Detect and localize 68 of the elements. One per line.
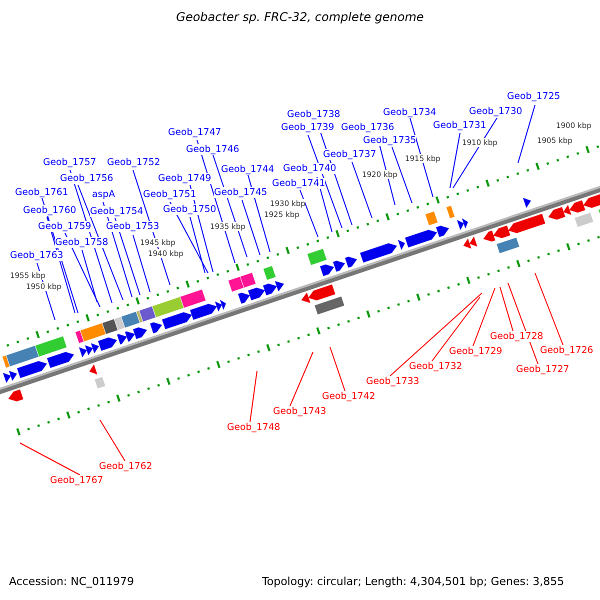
leader-line xyxy=(20,442,80,476)
gene-label: Geob_1750 xyxy=(163,204,216,215)
leader-line xyxy=(432,296,480,362)
leader-line xyxy=(114,218,140,296)
gene-label: Geob_1745 xyxy=(214,187,268,198)
gene-label: Geob_1734 xyxy=(383,107,436,118)
leader-line xyxy=(300,190,318,238)
gene-label: Geob_1739 xyxy=(281,122,334,133)
leader-line xyxy=(308,134,342,228)
leader-line xyxy=(500,286,514,332)
footer-text: Topology: circular; Length: 4,304,501 bp; Genes: 3,855 xyxy=(262,575,564,588)
leader-line xyxy=(82,250,98,302)
gene-label: Geob_1761 xyxy=(15,187,68,198)
gene-label: Geob_1744 xyxy=(221,164,274,175)
gene-label: Geob_1751 xyxy=(143,189,196,200)
leader-line xyxy=(100,420,126,462)
leader-line xyxy=(472,288,496,346)
gene-label: Geob_1760 xyxy=(23,205,76,216)
leader-line xyxy=(534,272,564,346)
leader-line xyxy=(450,132,460,188)
gene-label: Geob_1727 xyxy=(516,364,570,375)
leader-line xyxy=(452,118,498,188)
leader-line xyxy=(250,370,258,422)
gene-label: Geob_1729 xyxy=(449,346,502,357)
title: Geobacter sp. FRC-32, complete genome xyxy=(175,10,425,24)
gene-label: Geob_1742 xyxy=(322,391,376,402)
gene-label: Geob_1743 xyxy=(273,406,326,417)
leader-line xyxy=(190,216,206,274)
leader-line xyxy=(392,146,412,204)
gene-label: Geob_1767 xyxy=(50,475,104,486)
gene-label: Geob_1725 xyxy=(507,91,560,102)
gene-label: Geob_1730 xyxy=(469,106,522,117)
gene-label: Geob_1749 xyxy=(158,173,212,184)
gene-label: Geob_1728 xyxy=(490,331,544,342)
leader-line xyxy=(290,352,314,406)
leader-line xyxy=(508,282,538,364)
gene-label: Geob_1759 xyxy=(38,221,92,232)
leader-line xyxy=(390,292,482,376)
leader-line xyxy=(410,118,434,198)
gene-label: Geob_1738 xyxy=(287,109,340,120)
gene-label: Geob_1746 xyxy=(186,144,240,155)
gene-label: Geob_1747 xyxy=(168,127,222,138)
footer-text: Accession: NC_011979 xyxy=(9,575,134,588)
gene-label: Geob_1748 xyxy=(227,422,280,433)
gene-label: Geob_1740 xyxy=(283,163,336,174)
gene-label: Geob_1758 xyxy=(55,237,108,248)
leader-line xyxy=(330,346,346,392)
leader-line xyxy=(352,162,372,218)
gene-label: Geob_1762 xyxy=(99,461,152,472)
gene-label: Geob_1726 xyxy=(540,345,594,356)
gene-label: Geob_1737 xyxy=(323,149,376,160)
leader-line xyxy=(518,104,536,164)
gene-label: Geob_1736 xyxy=(341,122,394,133)
gene-label: Geob_1753 xyxy=(106,221,160,232)
gene-label: Geob_1733 xyxy=(366,376,420,387)
gene-label: Geob_1757 xyxy=(43,157,96,168)
gene-label: Geob_1756 xyxy=(60,173,114,184)
gene-label: Geob_1754 xyxy=(90,206,144,217)
gene-label: Geob_1763 xyxy=(10,250,64,261)
gene-label: Geob_1735 xyxy=(363,135,416,146)
gene-label: Geob_1741 xyxy=(272,178,326,189)
gene-label: aspA xyxy=(92,189,115,200)
gene-label: Geob_1731 xyxy=(433,120,486,131)
leader-line xyxy=(132,234,150,292)
leader-line xyxy=(78,184,124,300)
gene-label: Geob_1732 xyxy=(409,361,462,372)
leader-line xyxy=(242,200,260,256)
gene-label: Geob_1752 xyxy=(107,157,160,168)
